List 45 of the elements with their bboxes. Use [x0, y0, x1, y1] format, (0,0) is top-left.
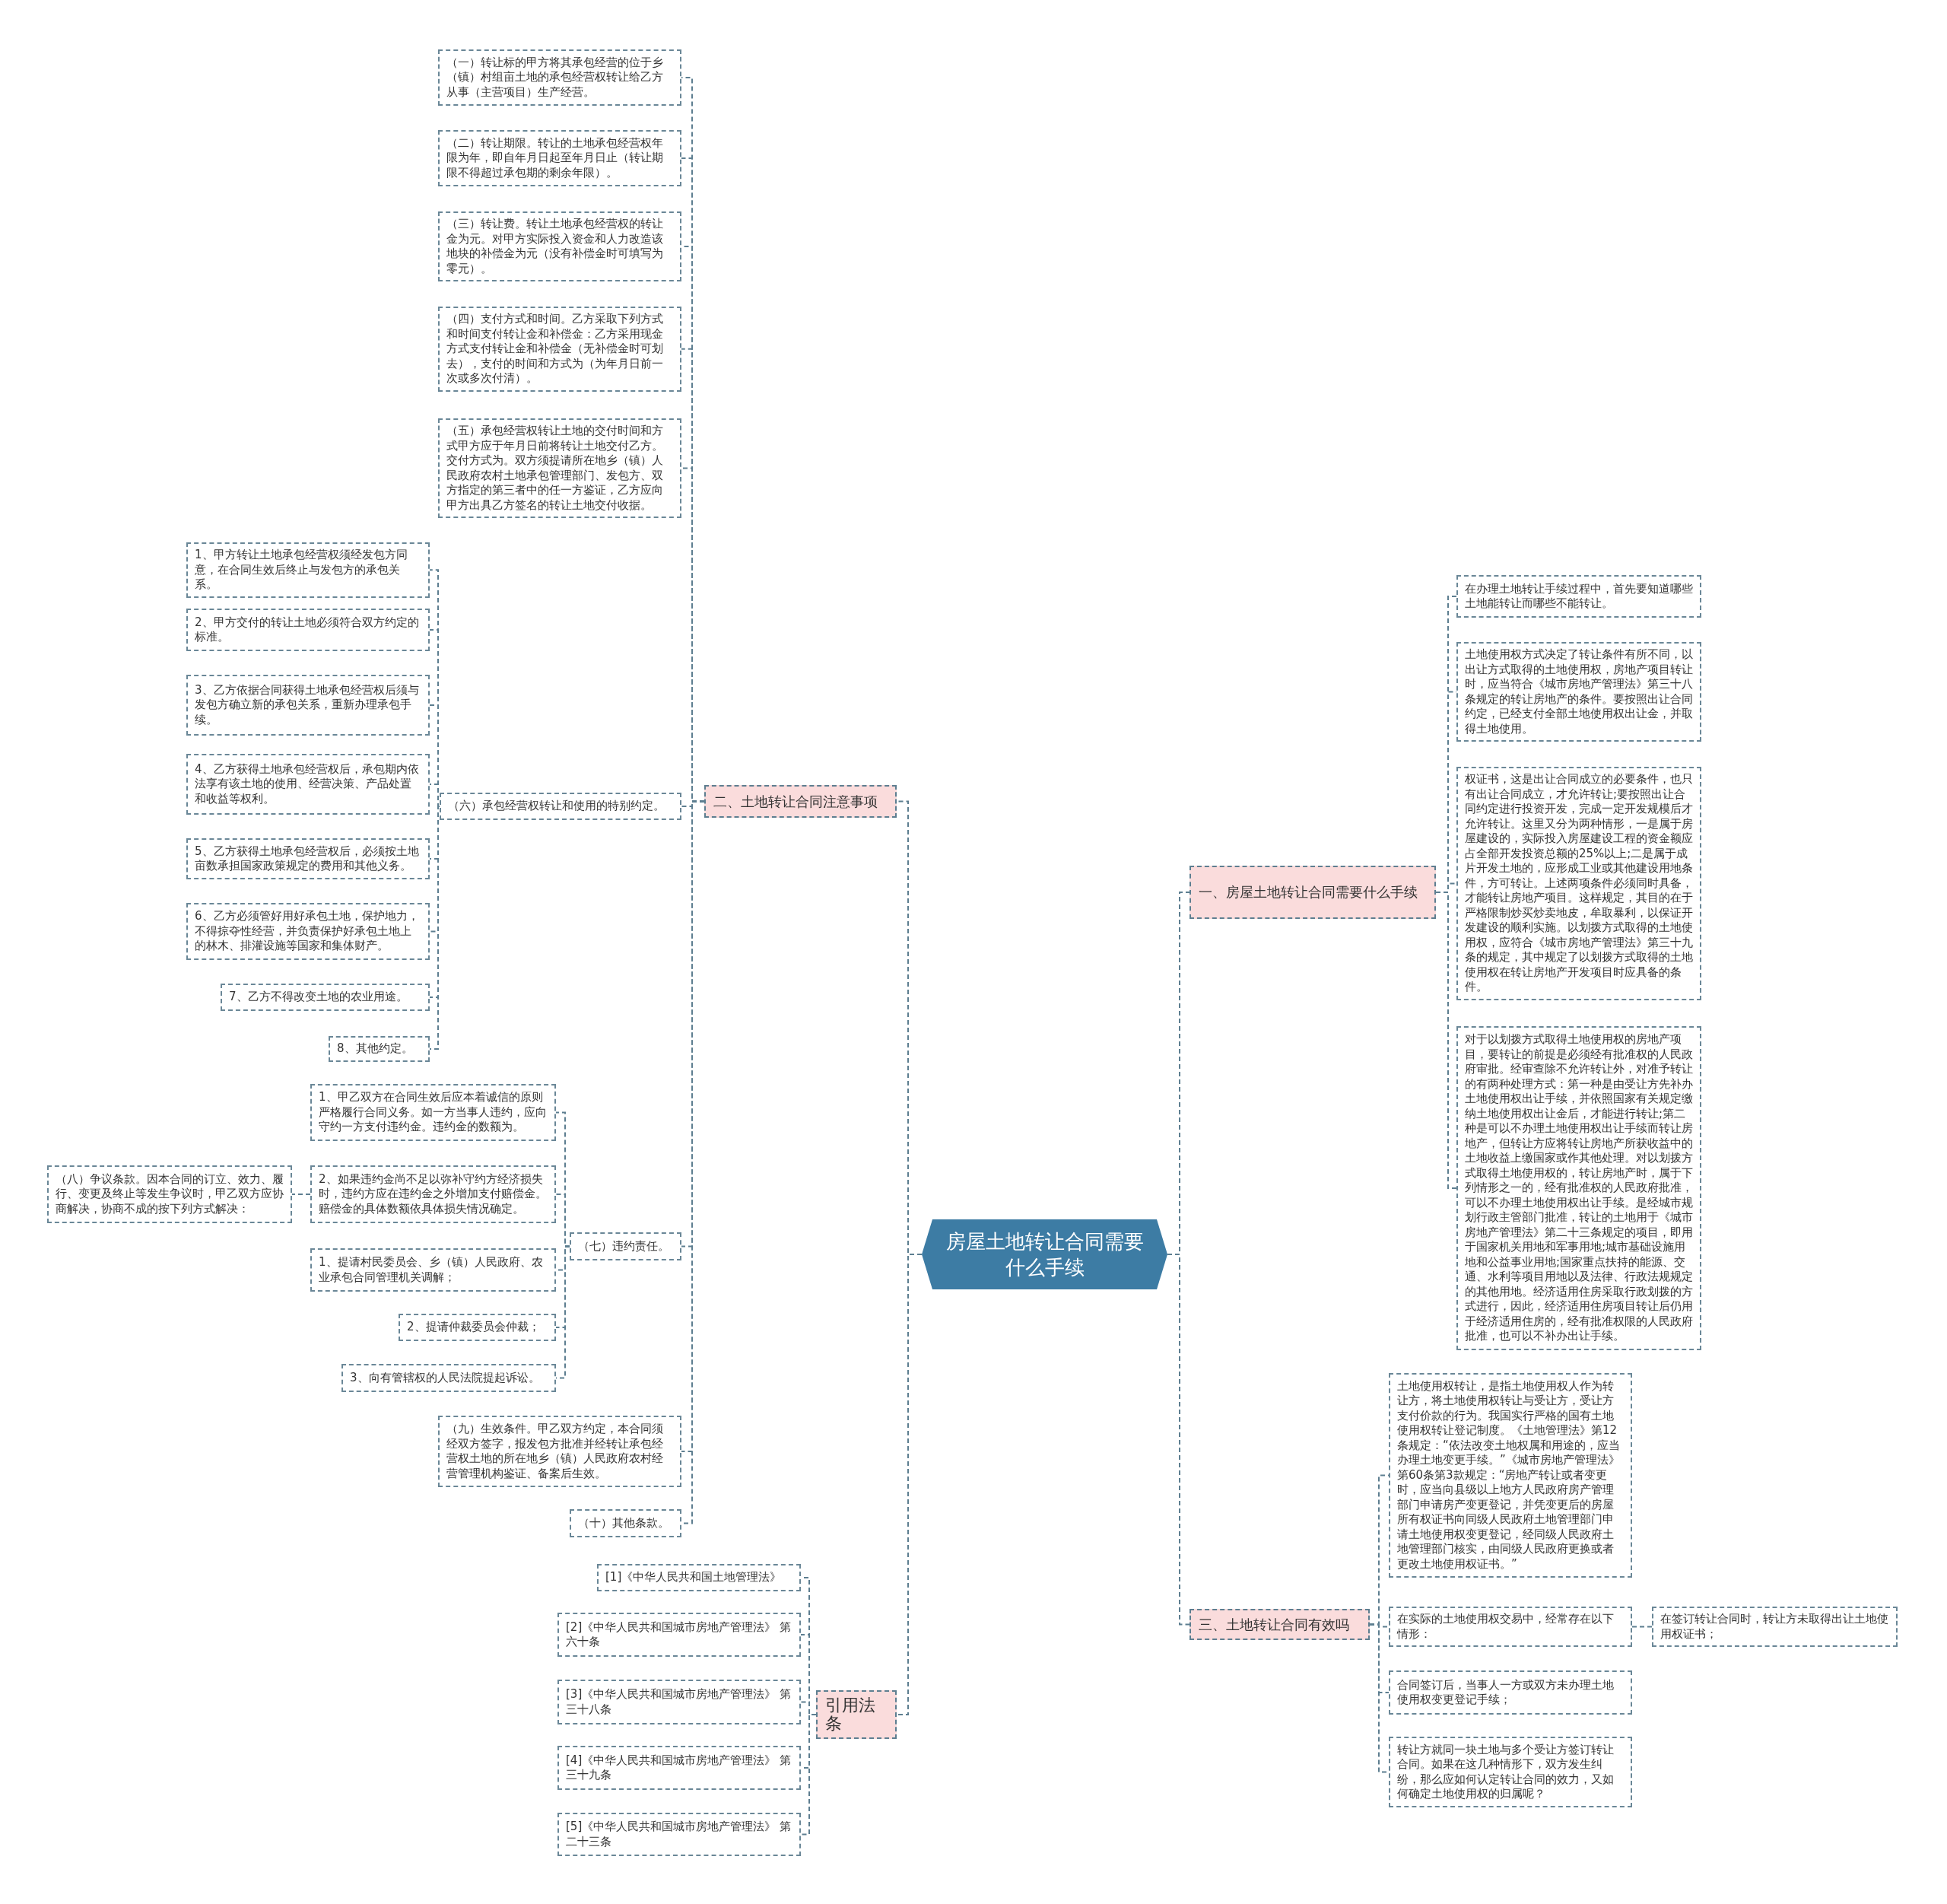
topic-box: 7、乙方不得改变土地的农业用途。: [221, 984, 430, 1011]
topic-box: 1、甲乙双方在合同生效后应本着诚信的原则严格履行合同义务。如一方当事人违约，应向守约一方支付违约金。违约金的数额为。: [310, 1084, 556, 1141]
central-topic: 房屋土地转让合同需要什么手续: [922, 1219, 1167, 1289]
connector-line: [1631, 1626, 1653, 1628]
topic-box: [4]《中华人民共和国城市房地产管理法》 第三十九条: [557, 1746, 801, 1790]
topic-box: （二）转让期限。转让的土地承包经营权年限为年，即自年月日起至年月日止（转让期限不得超过承包期的剩余年限）。: [438, 130, 681, 186]
topic-box: 2、提请仲裁委员会仲裁；: [399, 1314, 556, 1341]
topic-box: 2、甲方交付的转让土地必须符合双方约定的标准。: [186, 609, 430, 651]
connector-line: [800, 1714, 817, 1836]
topic-box: [2]《中华人民共和国城市房地产管理法》 第六十条: [557, 1613, 801, 1657]
topic-box: 4、乙方获得土地承包经营权后，承包期内依法享有该土地的使用、经营决策、产品处置和收益等权利。: [186, 754, 430, 815]
topic-box: 2、如果违约金尚不足以弥补守约方经济损失时，违约方应在违约金之外增加支付赔偿金。赔偿金的具体数额依具体损失情况确定。: [310, 1165, 556, 1223]
topic-box: [1]《中华人民共和国土地管理法》: [597, 1564, 801, 1591]
topic-box: （三）转让费。转让土地承包经营权的转让金为元。对甲方实际投入资金和人力改造该地块的补偿金为元（没有补偿金时可填写为零元）。: [438, 211, 681, 281]
topic-box: （四）支付方式和时间。乙方采取下列方式和时间支付转让金和补偿金：乙方采用现金方式支付转让金和补偿金（无补偿金时可划去），支付的时间和方式为（为年月日前一次或多次付清）。: [438, 307, 681, 392]
branch-topic: 一、房屋土地转让合同需要什么手续: [1189, 866, 1436, 919]
topic-box: 1、提请村民委员会、乡（镇）人民政府、农业承包合同管理机关调解；: [310, 1248, 556, 1292]
topic-box: 合同签订后，当事人一方或双方未办理土地使用权变更登记手续；: [1389, 1670, 1632, 1715]
topic-box: （一）转让标的甲方将其承包经营的位于乡（镇）村组亩土地的承包经营权转让给乙方从事（主营项目）生产经营。: [438, 49, 681, 106]
topic-box: 在实际的土地使用权交易中，经常存在以下情形：: [1389, 1607, 1632, 1647]
topic-box: [5]《中华人民共和国城市房地产管理法》 第二十三条: [557, 1813, 801, 1856]
topic-box: 转让方就同一块土地与多个受让方签订转让合同。如果在这几种情形下，双方发生纠纷，那么应如何认定转让合同的效力，又如何确定土地使用权的归属呢？: [1389, 1737, 1632, 1807]
topic-box: （五）承包经营权转让土地的交付时间和方式甲方应于年月日前将转让土地交付乙方。交付方式为。双方须提请所在地乡（镇）人民政府农村土地承包管理部门、发包方、双方指定的第三者中的任一方鉴证，乙方应向甲方出具乙方签名的转让土地交付收据。: [438, 418, 681, 518]
topic-box: 5、乙方获得土地承包经营权后，必须按土地亩数承担国家政策规定的费用和其他义务。: [186, 838, 430, 879]
topic-box: 1、甲方转让土地承包经营权须经发包方同意，在合同生效后终止与发包方的承包关系。: [186, 542, 430, 598]
branch-topic: 三、土地转让合同有效吗: [1189, 1609, 1370, 1640]
topic-box: 3、向有管辖权的人民法院提起诉讼。: [341, 1364, 556, 1392]
topic-box: [3]《中华人民共和国城市房地产管理法》 第三十八条: [557, 1680, 801, 1724]
topic-box: （十）其他条款。: [570, 1509, 681, 1537]
topic-box: （九）生效条件。甲乙双方约定，本合同须经双方签字，报发包方批准并经转让承包经营权土地的所在地乡（镇）人民政府农村经营管理机构鉴证、备案后生效。: [438, 1416, 681, 1487]
topic-box: 在办理土地转让手续过程中，首先要知道哪些土地能转让而哪些不能转让。: [1456, 575, 1701, 618]
topic-box: 对于以划拨方式取得土地使用权的房地产项目，要转让的前提是必须经有批准权的人民政府审批。经审查除不允许转让外，对准予转让的有两种处理方式：第一种是由受让方先补办土地使用权出让手续，并依照国家有关规定缴纳土地使用权出让金后，才能进行转让;第二种是可以不办理土地使用权出让手续而转让房地产，但转让方应将转让房地产所获收益中的土地收益上缴国家或作其他处理。对以划拨方式取得土地使用权的，转让房地产时，属于下列情形之一的，经有批准权的人民政府批准，可以不办理土地使用权出让手续。是经城市规划行政主管部门批准，转让的土地用于《城市房地产管理法》第二十三条规定的项目，即用于国家机关用地和军事用地;城市基础设施用地和公益事业用地;国家重点扶持的能源、交通、水利等项目用地以及法律、行政法规规定的其他用地。经济适用住房采取行政划拨的方式进行，因此，经济适用住房项目转让后仍用于经济适用住房的，经有批准权限的人民政府批准，也可以不补办出让手续。: [1456, 1026, 1701, 1350]
topic-box: （七）违约责任。: [570, 1232, 681, 1260]
topic-box: （八）争议条款。因本合同的订立、效力、履行、变更及终止等发生争议时，甲乙双方应协商解决，协商不成的按下列方式解决：: [47, 1165, 292, 1223]
branch-topic: 二、土地转让合同注意事项: [704, 785, 897, 818]
topic-box: （六）承包经营权转让和使用的特别约定。: [440, 793, 681, 820]
topic-box: 权证书，这是出让合同成立的必要条件，也只有出让合同成立，才允许转让;要按照出让合同约定进行投资开发，完成一定开发规模后才允许转让。这里又分为两种情形，一是属于房屋建设的，实际投入房屋建设工程的资金额应占全部开发投资总额的25%以上;二是属于成片开发土地的，应形成工业或其他建设用地条件，方可转让。上述两项条件必须同时具备，才能转让房地产项目。这样规定，其目的在于严格限制炒买炒卖地皮，牟取暴利，以保证开发建设的顺利实施。以划拨方式取得的土地使用权，应符合《城市房地产管理法》第三十九条的规定，其中规定了以划拨方式取得的土地使用权在转让房地产开发项目时应具备的条件。: [1456, 767, 1701, 1000]
topic-box: 在签订转让合同时，转让方未取得出让土地使用权证书；: [1652, 1607, 1898, 1647]
topic-box: 土地使用权转让，是指土地使用权人作为转让方，将土地使用权转让与受让方，受让方支付价款的行为。我国实行严格的国有土地使用权转让登记制度。《土地管理法》第12条规定：“依法改变土地权属和用途的，应当办理土地变更手续。”《城市房地产管理法》第60条第3款规定：“房地产转让或者变更时，应当向县级以上地方人民政府房产管理部门申请房产变更登记，并凭变更后的房屋所有权证书向同级人民政府土地管理部门申请土地使用权变更登记，经同级人民政府土地管理部门核实，由同级人民政府更换或者更改土地使用权证书。”: [1389, 1373, 1632, 1578]
topic-box: 8、其他约定。: [329, 1036, 430, 1062]
connector-line: [291, 1194, 311, 1195]
branch-topic: 引用法条: [816, 1690, 897, 1739]
topic-box: 土地使用权方式决定了转让条件有所不同，以出让方式取得的土地使用权，房地产项目转让时，应当符合《城市房地产管理法》第三十八条规定的转让房地产的条件。要按照出让合同约定，已经支付全部土地使用权出让金，并取得土地使用。: [1456, 642, 1701, 742]
topic-box: 6、乙方必须管好用好承包土地，保护地力，不得掠夺性经营，并负责保护好承包土地上的林木、排灌设施等国家和集体财产。: [186, 903, 430, 960]
topic-box: 3、乙方依据合同获得土地承包经营权后须与发包方确立新的承包关系，重新办理承包手续。: [186, 675, 430, 736]
